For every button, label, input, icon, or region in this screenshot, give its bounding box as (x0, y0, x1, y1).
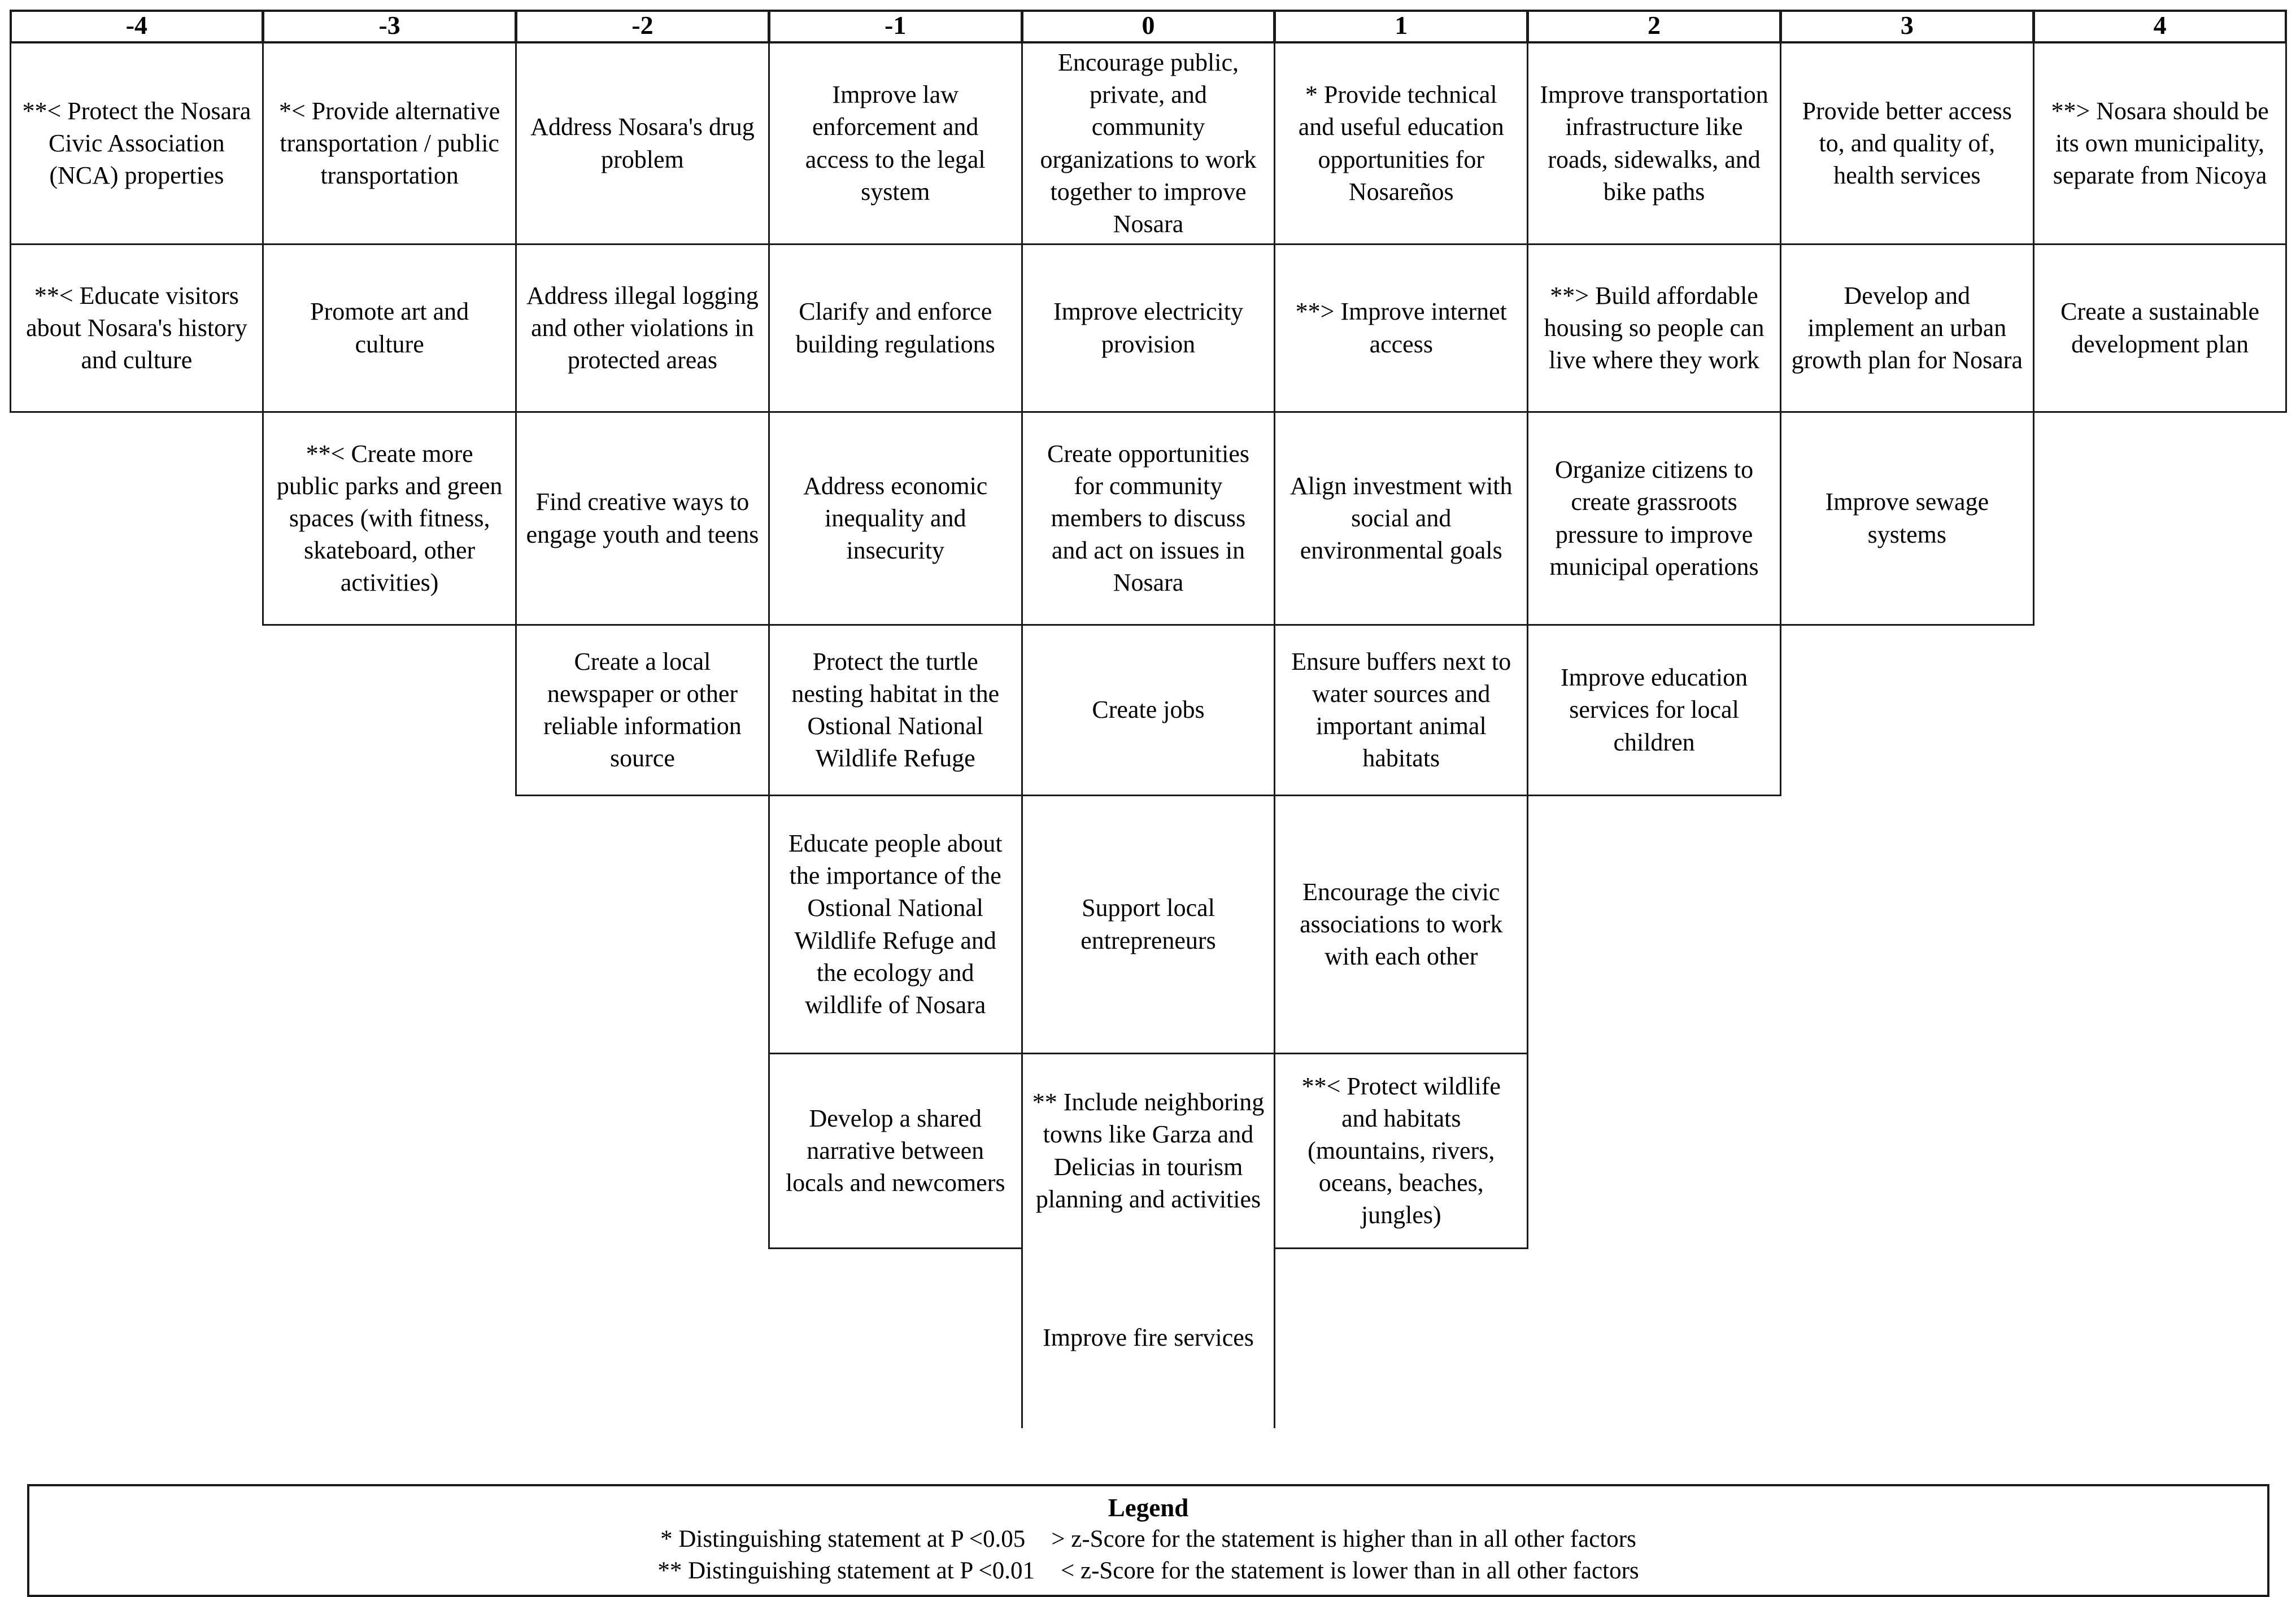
empty-cell (2033, 411, 2288, 626)
empty-cell (1527, 1053, 1781, 1249)
statement-cell: Develop and implement an urban growth pl… (1779, 243, 2034, 413)
statement-cell: Address illegal logging and other violat… (515, 243, 770, 413)
statement-cell: *< Provide alternative transportation / … (262, 41, 517, 245)
statement-cell: Improve transportation infrastructure li… (1527, 41, 1781, 245)
statement-cell: Create a local newspaper or other reliab… (515, 623, 770, 796)
empty-cell (1780, 624, 2034, 796)
statement-cell: Clarify and enforce building regulations (768, 243, 1023, 413)
empty-cell (262, 624, 517, 796)
statement-cell: Provide better access to, and quality of… (1779, 41, 2034, 245)
statement-cell: Protect the turtle nesting habitat in th… (768, 623, 1023, 796)
statement-cell: Address economic inequality and insecuri… (768, 411, 1023, 626)
column-header-2: 2 (1527, 9, 1781, 43)
statement-cell: Support local entrepreneurs (1021, 794, 1276, 1054)
statement-cell: Organize citizens to create grassroots p… (1527, 411, 1781, 626)
statement-cell: **> Build affordable housing so people c… (1527, 243, 1781, 413)
statement-cell: Create opportunities for community membe… (1021, 411, 1276, 626)
legend-line-1-left: * Distinguishing statement at P <0.05 (660, 1526, 1026, 1553)
qsort-grid: -4 -3 -2 -1 0 1 2 3 4 **< Protect the No… (9, 9, 2288, 1428)
empty-cell (515, 1247, 770, 1428)
statement-cell: Improve law enforcement and access to th… (768, 41, 1023, 245)
statement-cell: **< Protect wildlife and habitats (mount… (1274, 1052, 1529, 1249)
empty-cell (2033, 624, 2288, 796)
empty-cell (515, 1053, 770, 1249)
legend-line-2-right: < z-Score for the statement is lower tha… (1060, 1557, 1639, 1585)
statement-cell: **< Create more public parks and green s… (262, 411, 517, 626)
empty-cell (1780, 1247, 2034, 1428)
statement-cell: Find creative ways to engage youth and t… (515, 411, 770, 626)
statement-cell: Improve electricity provision (1021, 243, 1276, 413)
column-header--2: -2 (515, 9, 770, 43)
statement-cell: Create a sustainable development plan (2032, 243, 2288, 413)
empty-cell (10, 411, 264, 626)
empty-cell (262, 795, 517, 1054)
empty-cell (768, 1247, 1023, 1428)
empty-cell (10, 1053, 264, 1249)
empty-cell (2033, 1053, 2288, 1249)
statement-cell: Address Nosara's drug problem (515, 41, 770, 245)
statement-cell: Improve fire services (1021, 1247, 1276, 1428)
empty-cell (262, 1053, 517, 1249)
statement-cell: Encourage public, private, and community… (1021, 41, 1276, 245)
empty-cell (10, 1247, 264, 1428)
column-header-1: 1 (1274, 9, 1529, 43)
empty-cell (1527, 1247, 1781, 1428)
statement-cell: ** Include neighboring towns like Garza … (1021, 1052, 1276, 1249)
empty-cell (1274, 1247, 1528, 1428)
statement-cell: Encourage the civic associations to work… (1274, 794, 1529, 1054)
statement-cell: Promote art and culture (262, 243, 517, 413)
column-header--3: -3 (262, 9, 517, 43)
column-header--1: -1 (768, 9, 1023, 43)
column-header--4: -4 (9, 9, 264, 43)
statement-cell: **> Improve internet access (1274, 243, 1529, 413)
statement-cell: Educate people about the importance of t… (768, 794, 1023, 1054)
empty-cell (10, 624, 264, 796)
empty-cell (2033, 795, 2288, 1054)
legend-line-1-right: > z-Score for the statement is higher th… (1051, 1526, 1636, 1553)
legend-line-1: * Distinguishing statement at P <0.05 > z… (29, 1524, 2267, 1555)
empty-cell (515, 795, 770, 1054)
statement-cell: Improve sewage systems (1779, 411, 2034, 626)
statement-cell: * Provide technical and useful education… (1274, 41, 1529, 245)
column-header-3: 3 (1779, 9, 2034, 43)
legend-title: Legend (1108, 1494, 1189, 1522)
empty-cell (1527, 795, 1781, 1054)
legend-box: Legend * Distinguishing statement at P <… (27, 1484, 2269, 1597)
legend-line-2: ** Distinguishing statement at P <0.01 < … (29, 1555, 2267, 1587)
legend-line-2-left: ** Distinguishing statement at P <0.01 (657, 1557, 1035, 1585)
statement-cell: **< Protect the Nosara Civic Association… (9, 41, 264, 245)
statement-cell: Ensure buffers next to water sources and… (1274, 623, 1529, 796)
statement-cell: Improve education services for local chi… (1527, 623, 1781, 796)
statement-cell: Create jobs (1021, 623, 1276, 796)
empty-cell (2033, 1247, 2288, 1428)
empty-cell (1780, 795, 2034, 1054)
column-header-0: 0 (1021, 9, 1276, 43)
empty-cell (1780, 1053, 2034, 1249)
statement-cell: **< Educate visitors about Nosara's hist… (9, 243, 264, 413)
empty-cell (262, 1247, 517, 1428)
column-header-4: 4 (2032, 9, 2288, 43)
empty-cell (10, 795, 264, 1054)
statement-cell: Align investment with social and environ… (1274, 411, 1529, 626)
statement-cell: Develop a shared narrative between local… (768, 1052, 1023, 1249)
statement-cell: **> Nosara should be its own municipalit… (2032, 41, 2288, 245)
